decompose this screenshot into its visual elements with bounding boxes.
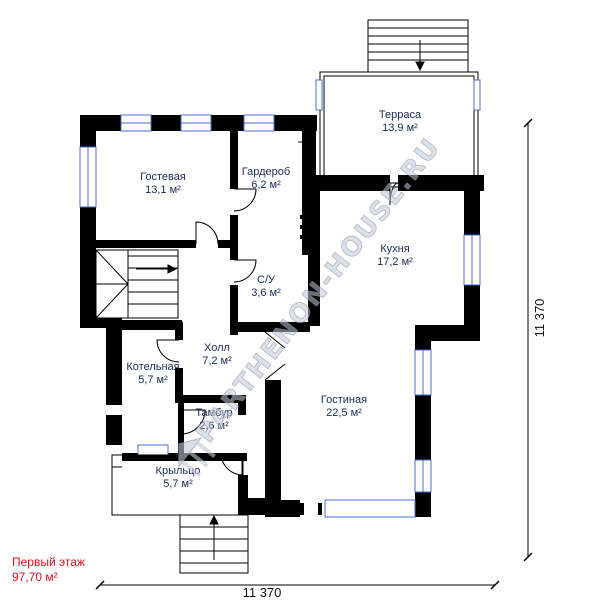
room-boiler-name: Котельная	[126, 361, 179, 373]
door-kitchen	[389, 182, 399, 206]
room-living-name: Гостиная	[321, 394, 367, 406]
room-terrace: Терраса 13,9 м²	[379, 109, 422, 134]
terrace-structure	[319, 19, 479, 188]
room-terrace-name: Терраса	[379, 109, 422, 121]
room-kitchen-name: Кухня	[380, 243, 409, 255]
room-hall: Холл 7,2 м²	[202, 342, 232, 367]
door-wardrobe	[233, 188, 257, 212]
porch-structure	[111, 454, 249, 574]
door-guest	[195, 221, 219, 245]
door-wc	[233, 259, 257, 283]
floor-caption: Первый этаж 97,70 м²	[12, 555, 85, 584]
room-boiler-area: 5,7 м²	[138, 374, 168, 386]
window-living-bottom	[324, 499, 416, 518]
room-porch-area: 5,7 м²	[163, 478, 193, 490]
doors	[156, 129, 399, 476]
room-guest: Гостевая 13,1 м²	[140, 171, 186, 196]
door-terrace	[298, 129, 316, 143]
room-boiler: Котельная 5,7 м²	[126, 361, 179, 386]
window-top-1	[120, 114, 152, 132]
door-vestibule	[180, 409, 206, 435]
fixtures	[110, 215, 322, 515]
dimension-vertical: 11 370	[523, 118, 547, 562]
door-boiler	[156, 339, 180, 363]
room-hall-area: 7,2 м²	[202, 355, 232, 367]
window-living-1	[414, 349, 432, 396]
door-entrance	[220, 452, 244, 476]
room-vestibule-area: 2,6 м²	[199, 420, 229, 432]
room-wc-name: С/У	[257, 274, 276, 286]
window-top-2	[180, 114, 212, 132]
room-guest-area: 13,1 м²	[145, 184, 181, 196]
room-vestibule: Тамбур 2,6 м²	[195, 407, 232, 432]
windows	[79, 79, 481, 518]
floor-area: 97,70 м²	[12, 570, 58, 584]
room-kitchen-area: 17,2 м²	[377, 256, 413, 268]
floor-title: Первый этаж	[12, 555, 85, 569]
window-living-2	[414, 459, 432, 493]
room-guest-name: Гостевая	[140, 171, 186, 183]
watermark-logo-icon	[178, 437, 216, 477]
window-kitchen	[463, 234, 481, 286]
room-living-area: 22,5 м²	[326, 407, 362, 419]
dimension-vertical-value: 11 370	[532, 299, 547, 338]
room-wardrobe-area: 6,2 м²	[251, 179, 281, 191]
room-wc-area: 3,6 м²	[251, 287, 281, 299]
window-porch	[137, 444, 169, 456]
door-living	[264, 331, 286, 381]
room-labels: Терраса 13,9 м² Гостевая 13,1 м² Гардеро…	[126, 109, 422, 490]
window-left-guest	[79, 146, 97, 208]
room-vestibule-name: Тамбур	[195, 407, 232, 419]
room-kitchen: Кухня 17,2 м²	[377, 243, 413, 268]
room-wc: С/У 3,6 м²	[251, 274, 281, 299]
room-wardrobe-name: Гардероб	[242, 166, 290, 178]
room-hall-name: Холл	[204, 342, 230, 354]
window-top-3	[243, 114, 275, 132]
room-wardrobe: Гардероб 6,2 м²	[242, 166, 290, 191]
room-living: Гостиная 22,5 м²	[321, 394, 367, 419]
window-terrace-left	[315, 79, 323, 111]
staircase	[95, 249, 179, 319]
room-terrace-area: 13,9 м²	[382, 122, 418, 134]
dimension-horizontal: 11 370	[95, 580, 500, 600]
window-terrace-right	[473, 79, 481, 111]
dimension-horizontal-value: 11 370	[243, 585, 282, 600]
